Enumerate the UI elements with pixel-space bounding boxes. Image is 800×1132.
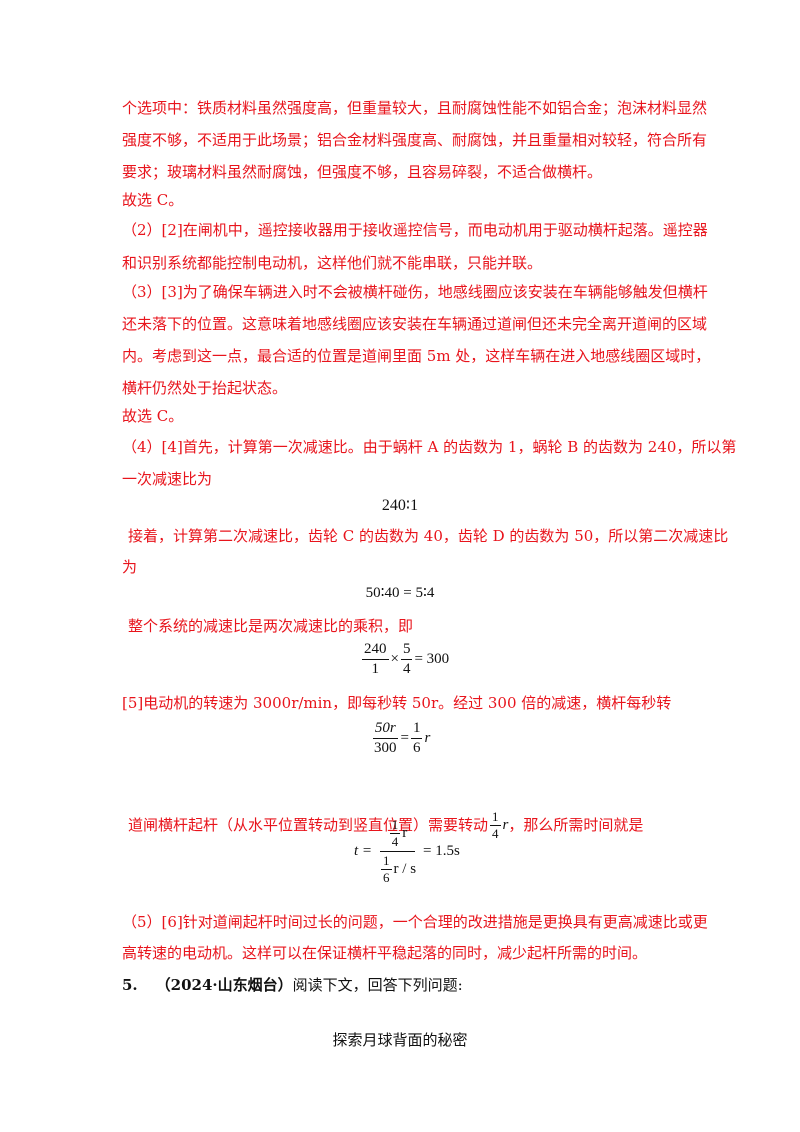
answer-text: 道闸横杆起杆（从水平位置转动到竖直位置）需要转动 — [128, 815, 489, 834]
answer-line: 为 — [122, 558, 138, 576]
answer-line: 整个系统的减速比是两次减速比的乘积，即 — [128, 617, 414, 635]
answer-line: 高转速的电动机。这样可以在保证横杆平稳起落的同时，减少起杆所需的时间。 — [122, 944, 648, 962]
answer-line: 内。考虑到这一点，最合适的位置是道闸里面 5m 处，这样车辆在进入地感线圈区域时… — [122, 347, 711, 365]
answer-line: 强度不够，不适用于此场景；铝合金材料强度高、耐腐蚀，并且重量相对较轻，符合所有 — [122, 131, 708, 149]
answer-line: 要求；玻璃材料虽然耐腐蚀，但强度不够，且容易碎裂，不适合做横杆。 — [122, 163, 603, 181]
passage-title: 探索月球背面的秘密 — [332, 1031, 468, 1049]
answer-line: （5）[6]针对道闸起杆时间过长的问题，一个合理的改进措施是更换具有更高减速比或… — [122, 913, 708, 931]
answer-line: （4）[4]首先，计算第一次减速比。由于蜗杆 A 的齿数为 1，蜗轮 B 的齿数… — [122, 438, 737, 456]
formula-ratio-1: 240∶1 — [381, 497, 419, 514]
answer-line: [5]电动机的转速为 3000r/min，即每秒转 50r。经过 300 倍的减… — [122, 694, 672, 712]
answer-line: （3）[3]为了确保车辆进入时不会被横杆碰伤，地感线圈应该安装在车辆能够触发但横… — [122, 283, 708, 301]
answer-line: 和识别系统都能控制电动机，这样他们就不能串联，只能并联。 — [122, 254, 543, 272]
answer-choice: 故选 C。 — [122, 191, 184, 209]
answer-line: （2）[2]在闸机中，遥控接收器用于接收遥控信号，而电动机用于驱动横杆起落。遥控… — [122, 221, 708, 239]
question-source: （2024·山东烟台） — [155, 976, 293, 994]
answer-line: 一次减速比为 — [122, 470, 213, 488]
answer-line: 横杆仍然处于抬起状态。 — [122, 379, 288, 397]
answer-line: 个选项中：铁质材料虽然强度高，但重量较大，且耐腐蚀性能不如铝合金；泡沫材料显然 — [122, 99, 708, 117]
question-5-header: 5. （2024·山东烟台）阅读下文，回答下列问题: — [122, 975, 463, 995]
answer-choice: 故选 C。 — [122, 407, 184, 425]
answer-line: 接着，计算第二次减速比，齿轮 C 的齿数为 40，齿轮 D 的齿数为 50，所以… — [128, 527, 729, 545]
question-prompt: 阅读下文，回答下列问题: — [292, 976, 463, 994]
answer-line: 还未落下的位置。这意味着地感线圈应该安装在车辆通过道闸但还未完全离开道闸的区域 — [122, 315, 708, 333]
answer-text: ，那么所需时间就是 — [508, 815, 644, 834]
formula-ratio-2: 50∶40 = 5∶4 — [365, 585, 435, 601]
question-number: 5. — [122, 976, 138, 994]
